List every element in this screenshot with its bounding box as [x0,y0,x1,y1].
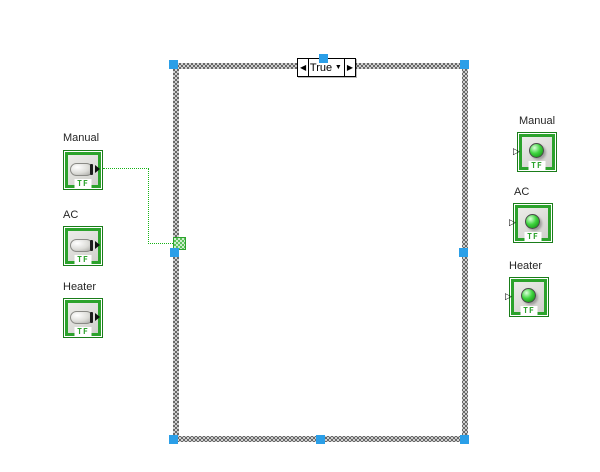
boolean-terminal-frame: TF [519,134,555,170]
control-label-ac: AC [63,209,79,221]
boolean-type-tag: TF [524,232,542,241]
control-terminal-ac[interactable]: TF [63,226,103,266]
boolean-terminal-frame: TF [65,152,101,188]
boolean-type-tag: TF [74,255,92,264]
output-terminal-arrow-icon [95,165,100,173]
indicator-label-ac: AC [514,186,530,198]
control-label-heater: Heater [63,281,97,293]
case-content-area [179,69,462,436]
case-tunnel[interactable] [173,237,186,250]
resize-handle-top-left[interactable] [169,60,178,69]
indicator-terminal-heater[interactable]: ▷ TF [505,277,549,317]
boolean-wire-segment-h1[interactable] [103,168,149,169]
control-terminal-manual[interactable]: TF [63,150,103,190]
resize-handle-top-middle[interactable] [319,54,328,63]
boolean-terminal-frame: TF [511,279,547,315]
boolean-type-tag: TF [74,179,92,188]
resize-handle-middle-right[interactable] [459,248,468,257]
resize-handle-middle-left[interactable] [170,248,179,257]
output-terminal-arrow-icon [95,241,100,249]
boolean-terminal-frame: TF [65,228,101,264]
control-terminal-heater[interactable]: TF [63,298,103,338]
case-prev-arrow-icon[interactable]: ◀ [298,59,310,76]
toggle-switch-cap [90,164,93,175]
case-selector-label[interactable]: ◀ True ▼ ▶ [297,58,356,77]
boolean-terminal-frame: TF [65,300,101,336]
input-terminal-arrow-icon: ▷ [505,291,512,301]
boolean-type-tag: TF [520,306,538,315]
boolean-terminal-frame: TF [515,205,551,241]
indicator-terminal-manual[interactable]: ▷ TF [513,132,557,172]
case-selector-value[interactable]: True [309,61,333,74]
input-terminal-arrow-icon: ▷ [513,146,520,156]
boolean-type-tag: TF [528,161,546,170]
output-terminal-arrow-icon [95,313,100,321]
toggle-switch-cap [90,312,93,323]
resize-handle-bottom-middle[interactable] [316,435,325,444]
indicator-terminal-ac[interactable]: ▷ TF [509,203,553,243]
toggle-switch-cap [90,240,93,251]
led-icon [521,288,536,303]
indicator-label-heater: Heater [509,260,543,272]
resize-handle-bottom-right[interactable] [460,435,469,444]
input-terminal-arrow-icon: ▷ [509,217,516,227]
case-structure[interactable] [173,63,468,442]
led-icon [529,143,544,158]
control-label-manual: Manual [63,132,100,144]
indicator-label-manual: Manual [519,115,556,127]
led-icon [525,214,540,229]
boolean-wire-segment-v[interactable] [148,168,149,244]
case-dropdown-icon[interactable]: ▼ [334,64,342,71]
boolean-wire-segment-h2[interactable] [148,243,175,244]
boolean-type-tag: TF [74,327,92,336]
resize-handle-top-right[interactable] [460,60,469,69]
resize-handle-bottom-left[interactable] [169,435,178,444]
case-next-arrow-icon[interactable]: ▶ [343,59,355,76]
